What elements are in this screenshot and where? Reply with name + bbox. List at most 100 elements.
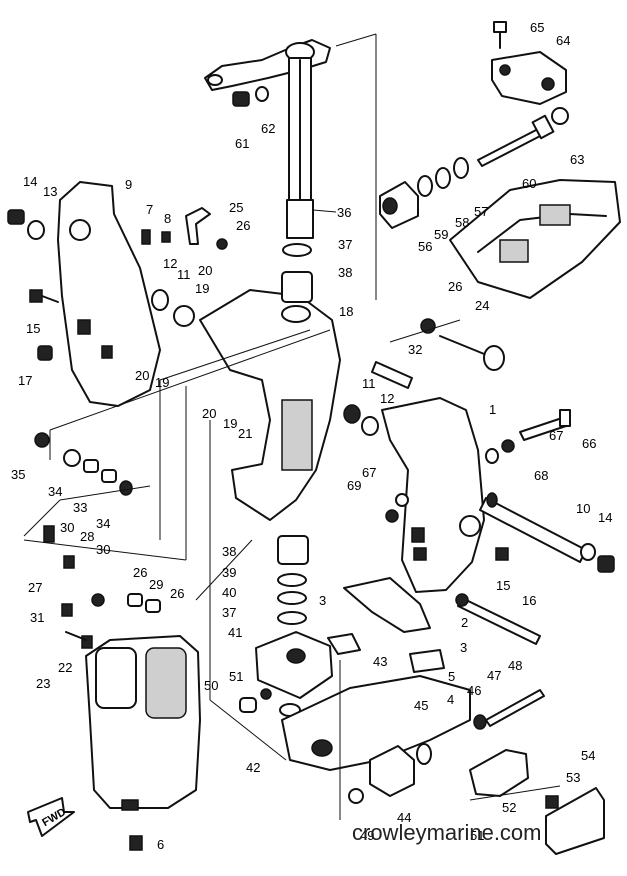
callout-8: 8 [164,211,171,226]
callout-67: 67 [362,465,376,480]
callout-14: 14 [23,174,37,189]
callout-59: 59 [434,227,448,242]
bolt-6 [129,835,143,851]
callout-19: 19 [195,281,209,296]
nut-14 [7,209,25,225]
washers-67-68 [385,439,515,523]
callout-50: 50 [204,678,218,693]
callout-68: 68 [534,468,548,483]
callout-61: 61 [235,136,249,151]
washer-11-12-right [343,404,379,436]
callout-65: 65 [530,20,544,35]
washers-57-59 [417,157,469,197]
mount-rubber-44 [369,745,415,797]
callout-9: 9 [125,177,132,192]
cap-50-51 [239,688,272,713]
callout-25: 25 [229,200,243,215]
small-parts-33-35 [34,432,133,496]
callout-7: 7 [146,202,153,217]
bolt-53 [545,795,559,809]
nut-61 [232,91,250,107]
callout-63: 63 [570,152,584,167]
callout-37: 37 [222,605,236,620]
bottom-cowling [449,179,621,299]
callout-53: 53 [566,770,580,785]
callout-46: 46 [467,683,481,698]
callout-24: 24 [475,298,489,313]
callout-33: 33 [73,500,87,515]
callout-51: 51 [470,828,484,843]
callout-6: 6 [157,837,164,852]
callout-51: 51 [229,669,243,684]
callout-3: 3 [319,593,326,608]
callout-26: 26 [236,218,250,233]
callout-labels: 1 2 3 3 4 5 6 7 8 9 10 11 11 12 12 13 14… [11,20,612,852]
callout-32: 32 [408,342,422,357]
callout-26: 26 [170,586,184,601]
callout-19: 19 [223,416,237,431]
callout-14: 14 [598,510,612,525]
callout-1: 1 [489,402,496,417]
link-25 [185,207,228,250]
watermark: crowleymarine.com [352,820,542,845]
bracket-52 [469,749,529,797]
washers-39-40-37 [277,573,307,625]
mount-rubber-56 [379,181,419,229]
bolt-24 [420,318,505,371]
callout-60: 60 [522,176,536,191]
pin-16 [455,593,541,645]
callout-17: 17 [18,373,32,388]
callout-2: 2 [461,615,468,630]
callout-40: 40 [222,585,236,600]
bolt-48 [473,689,545,730]
nut-14-right [580,543,615,573]
tilt-tube-10 [479,492,587,563]
stopper-2-3 [327,577,445,673]
callout-11: 11 [362,376,376,391]
callout-20: 20 [198,263,212,278]
callout-30: 30 [96,542,110,557]
steering-shaft [286,57,337,239]
callout-23: 23 [36,676,50,691]
washer-13 [27,220,45,240]
callout-3: 3 [460,640,467,655]
callout-38: 38 [222,544,236,559]
pin-32 [371,361,413,389]
callout-48: 48 [508,658,522,673]
callout-15: 15 [26,321,40,336]
callout-21: 21 [238,426,252,441]
callout-28: 28 [80,529,94,544]
swivel-bracket-18 [199,289,341,521]
callout-12: 12 [163,256,177,271]
callout-5: 5 [448,669,455,684]
callout-19: 19 [155,375,169,390]
callout-20: 20 [202,406,216,421]
callout-15: 15 [496,578,510,593]
callout-42: 42 [246,760,260,775]
callout-26: 26 [448,279,462,294]
callout-41: 41 [228,625,242,640]
bushing-38-lower [277,535,309,565]
clamp-bracket-9 [57,181,161,407]
callout-26: 26 [133,565,147,580]
callout-67: 67 [549,428,563,443]
callout-49: 49 [360,828,374,843]
small-parts-22-31 [43,525,161,649]
washer-49 [348,788,364,804]
bolt-60 [477,114,555,167]
washer-37-upper [282,243,312,257]
grease-fittings [141,229,171,245]
callout-4: 4 [447,692,454,707]
callout-31: 31 [30,610,44,625]
callout-13: 13 [43,184,57,199]
callout-52: 52 [502,800,516,815]
washer-45 [416,743,432,765]
washer-62 [255,86,269,102]
callout-64: 64 [556,33,570,48]
steering-arm [204,39,331,91]
bolt-15b [495,547,509,561]
callout-35: 35 [11,467,25,482]
callout-16: 16 [522,593,536,608]
callout-20: 20 [135,368,149,383]
